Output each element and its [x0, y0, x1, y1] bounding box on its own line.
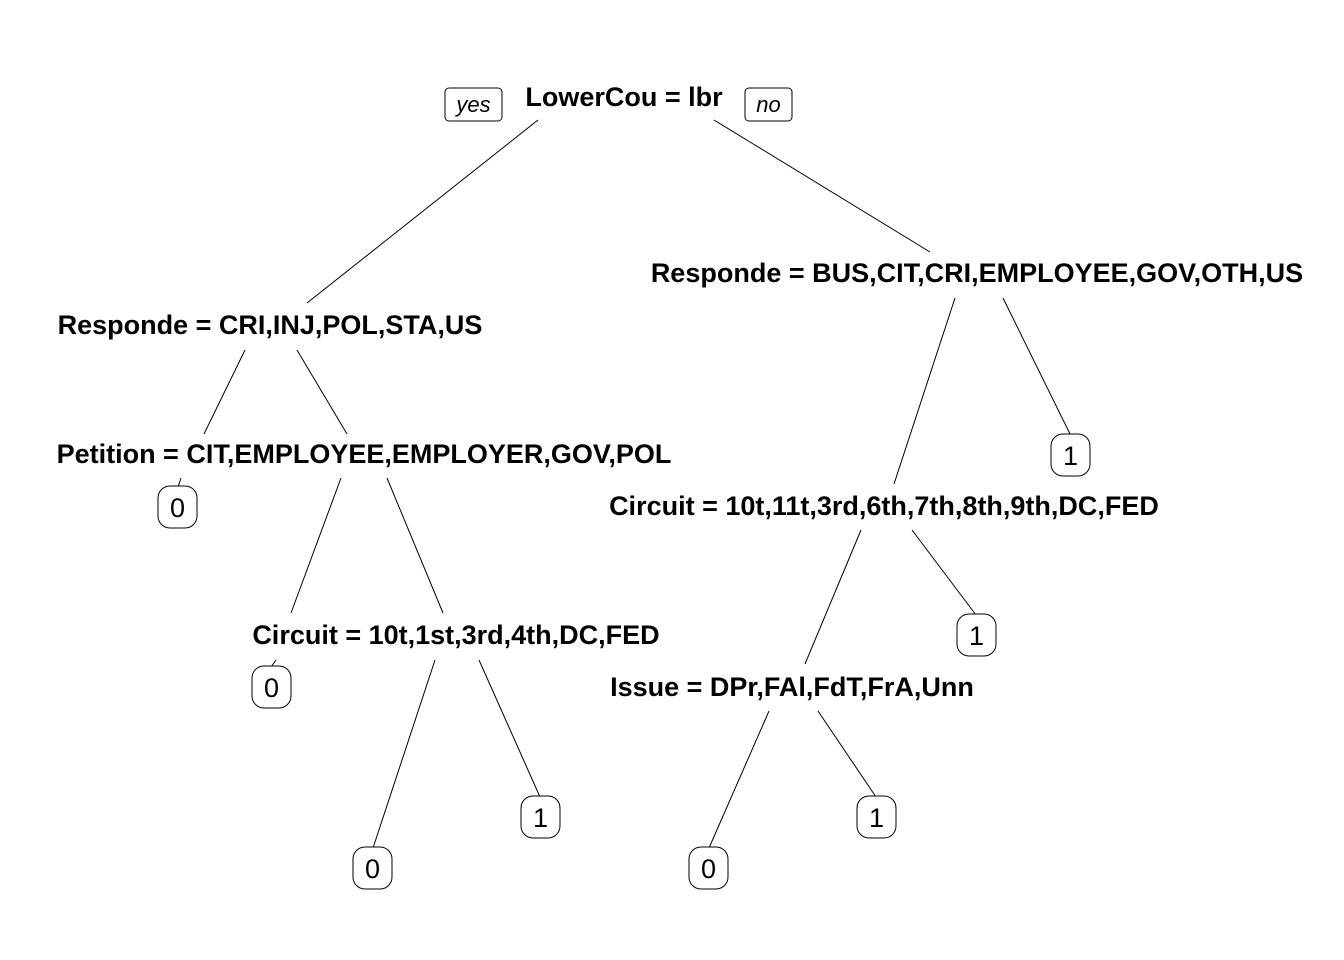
edge-n12-l25 — [817, 710, 877, 798]
leaf-label: 0 — [365, 854, 380, 884]
branch-label-no-text: no — [756, 92, 780, 117]
leaf-label: 0 — [701, 854, 716, 884]
leaf-node: 1 — [1050, 433, 1091, 477]
branch-label-yes-text: yes — [454, 92, 490, 117]
edge-n6-l13 — [911, 529, 977, 616]
leaf-node: 0 — [157, 485, 198, 529]
edge-n6-n12 — [804, 529, 862, 665]
leaf-label: 1 — [1063, 441, 1078, 471]
edge-n11-l23 — [478, 659, 541, 798]
leaf-node: 0 — [688, 846, 729, 890]
edge-n2-n5 — [296, 349, 348, 435]
edge-n5-n11b — [386, 477, 444, 614]
leaf-label: 1 — [969, 621, 984, 651]
leaf-label: 1 — [533, 803, 548, 833]
leaf-node: 0 — [251, 665, 292, 709]
branch-label-no: no — [744, 87, 793, 122]
split-label-petition: Petition = CIT,EMPLOYEE,EMPLOYER,GOV,POL — [57, 439, 672, 469]
leaf-label: 0 — [264, 673, 279, 703]
edge-root-n3 — [713, 119, 931, 253]
leaf-node: 0 — [352, 846, 393, 890]
edge-n3-n6 — [893, 297, 956, 485]
split-label-circuit-left: Circuit = 10t,1st,3rd,4th,DC,FED — [252, 620, 659, 650]
edge-n2-l4 — [203, 349, 246, 435]
tree-edges — [177, 119, 1072, 849]
edge-n12-l24 — [708, 710, 770, 849]
edge-n3-l7 — [1002, 297, 1072, 437]
edge-n5-n11 — [290, 477, 342, 614]
leaf-label: 0 — [170, 493, 185, 523]
leaf-node: 1 — [520, 795, 561, 839]
split-label-issue: Issue = DPr,FAl,FdT,FrA,Unn — [610, 672, 974, 702]
branch-label-yes: yes — [444, 87, 503, 122]
split-label-responde-right: Responde = BUS,CIT,CRI,EMPLOYEE,GOV,OTH,… — [651, 258, 1303, 288]
leaf-label: 1 — [869, 803, 884, 833]
split-label-responde-left: Responde = CRI,INJ,POL,STA,US — [58, 310, 483, 340]
leaf-node: 1 — [856, 795, 897, 839]
edge-root-n2 — [306, 119, 539, 304]
leaf-node: 1 — [956, 613, 997, 657]
split-label-root: LowerCou = lbr — [525, 82, 723, 112]
split-label-circuit-right: Circuit = 10t,11t,3rd,6th,7th,8th,9th,DC… — [609, 491, 1159, 521]
edge-n11-l22 — [372, 659, 436, 849]
